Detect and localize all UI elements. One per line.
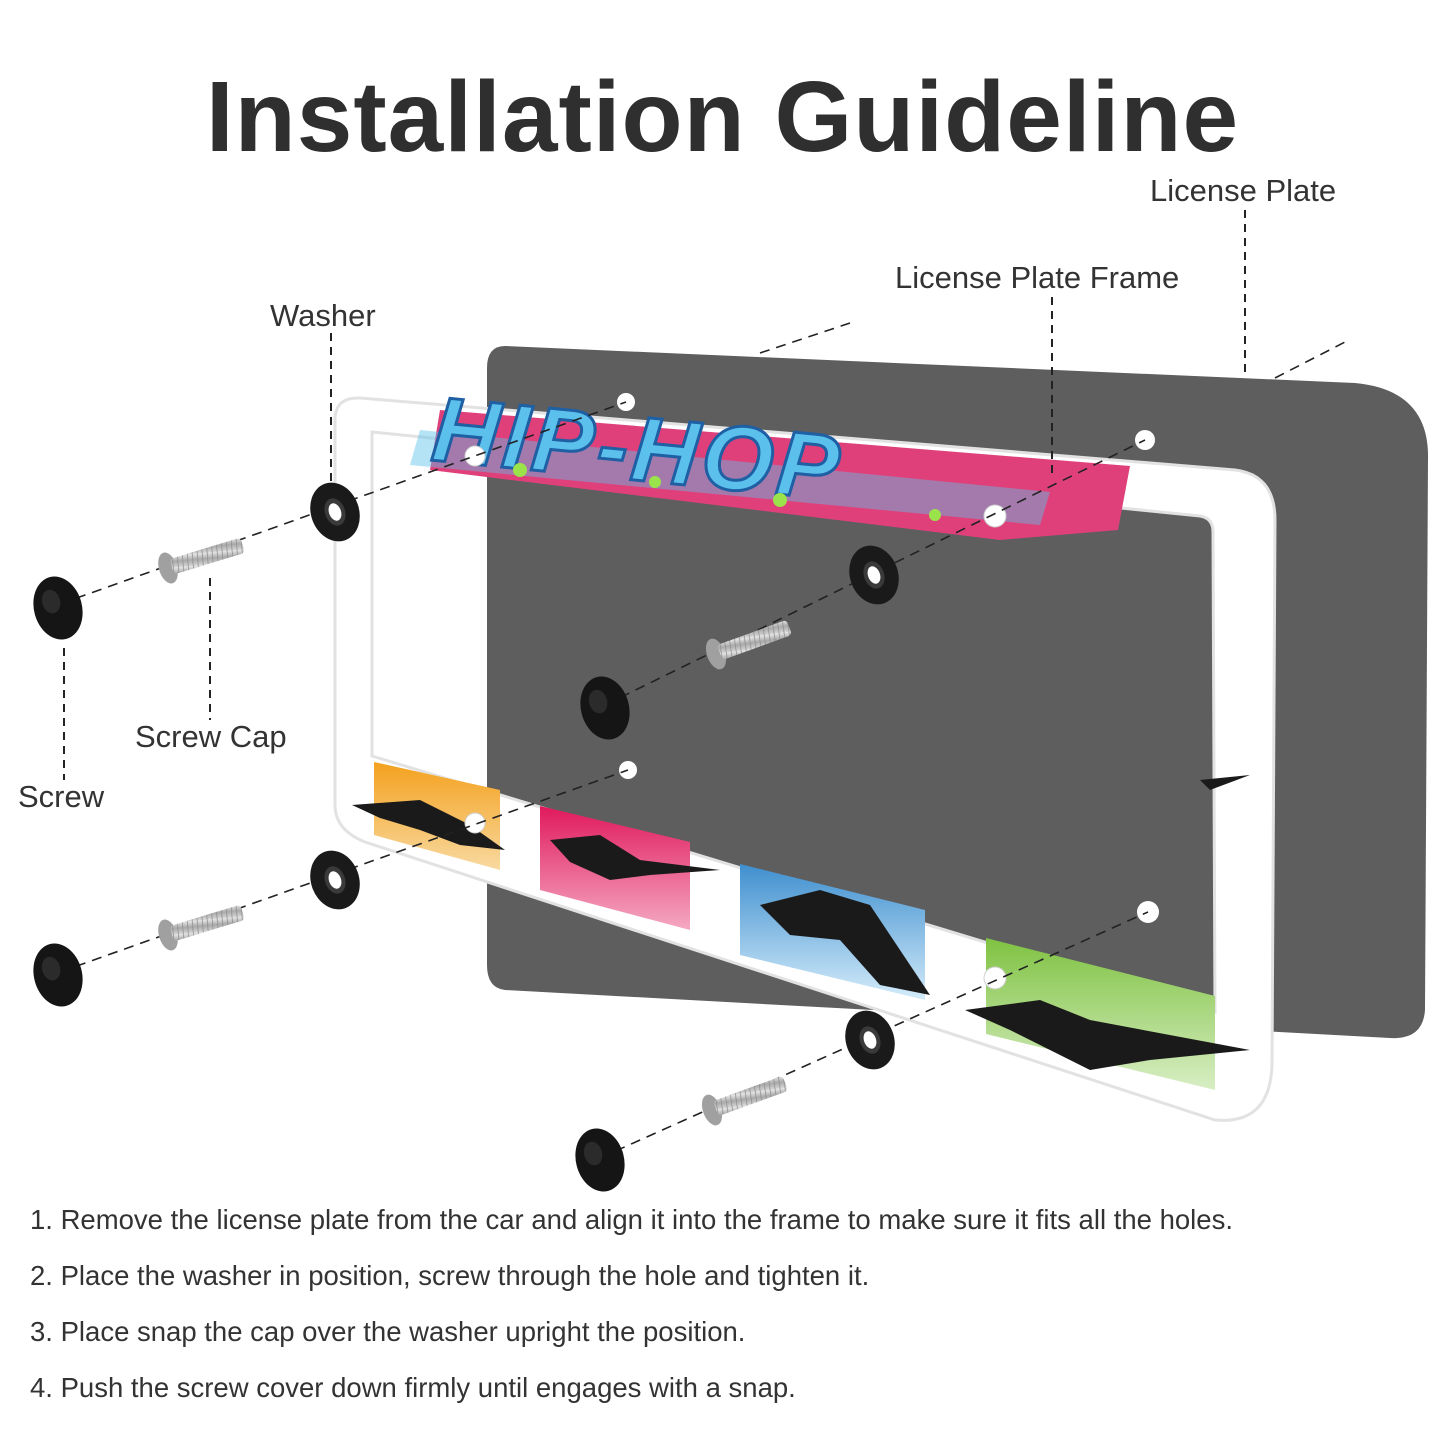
label-washer: Washer <box>270 298 376 333</box>
screw-cap-icon <box>33 576 83 640</box>
washer-icon <box>310 850 360 910</box>
frame-hole-top-left <box>464 445 486 467</box>
screw-icon <box>158 538 244 584</box>
screw-cap-icon <box>575 1128 625 1192</box>
dancer-panels <box>352 762 1250 1090</box>
dancer-silhouette-icon <box>965 1000 1250 1070</box>
label-screw: Screw <box>18 779 105 814</box>
label-license-plate: License Plate <box>1150 173 1337 208</box>
hardware-set-bottom-left <box>33 850 360 1007</box>
step-4: 4. Push the screw cover down firmly unti… <box>30 1372 796 1403</box>
screw-cap-icon <box>33 943 83 1007</box>
label-screw-cap: Screw Cap <box>135 719 287 754</box>
dancer-silhouette-icon <box>352 800 505 850</box>
step-2: 2. Place the washer in position, screw t… <box>30 1260 870 1291</box>
dancer-silhouette-icon <box>760 890 930 995</box>
washer-icon <box>310 482 360 542</box>
step-1: 1. Remove the license plate from the car… <box>30 1204 1233 1235</box>
washer-icon <box>845 1010 895 1070</box>
dancer-silhouette-icon <box>550 835 720 880</box>
page-title: Installation Guideline <box>205 61 1240 173</box>
label-license-plate-frame: License Plate Frame <box>895 260 1180 295</box>
instruction-steps: 1. Remove the license plate from the car… <box>30 1200 1430 1424</box>
hardware-set-bottom-right <box>575 1010 895 1192</box>
callout-leaders <box>63 210 1246 780</box>
hardware-set-top-left <box>33 482 360 640</box>
assembly-axes <box>59 322 1346 1159</box>
screw-icon <box>701 1076 787 1126</box>
frame-hole-bottom-right <box>983 966 1007 990</box>
washer-icon <box>849 545 899 605</box>
screw-icon <box>705 620 791 670</box>
screw-icon <box>158 905 244 951</box>
step-3: 3. Place snap the cap over the washer up… <box>30 1316 746 1347</box>
frame-hole-top-right <box>983 504 1007 528</box>
screw-cap-icon <box>580 676 630 740</box>
frame-hole-bottom-left <box>464 812 486 834</box>
hardware-set-top-right <box>580 545 899 740</box>
